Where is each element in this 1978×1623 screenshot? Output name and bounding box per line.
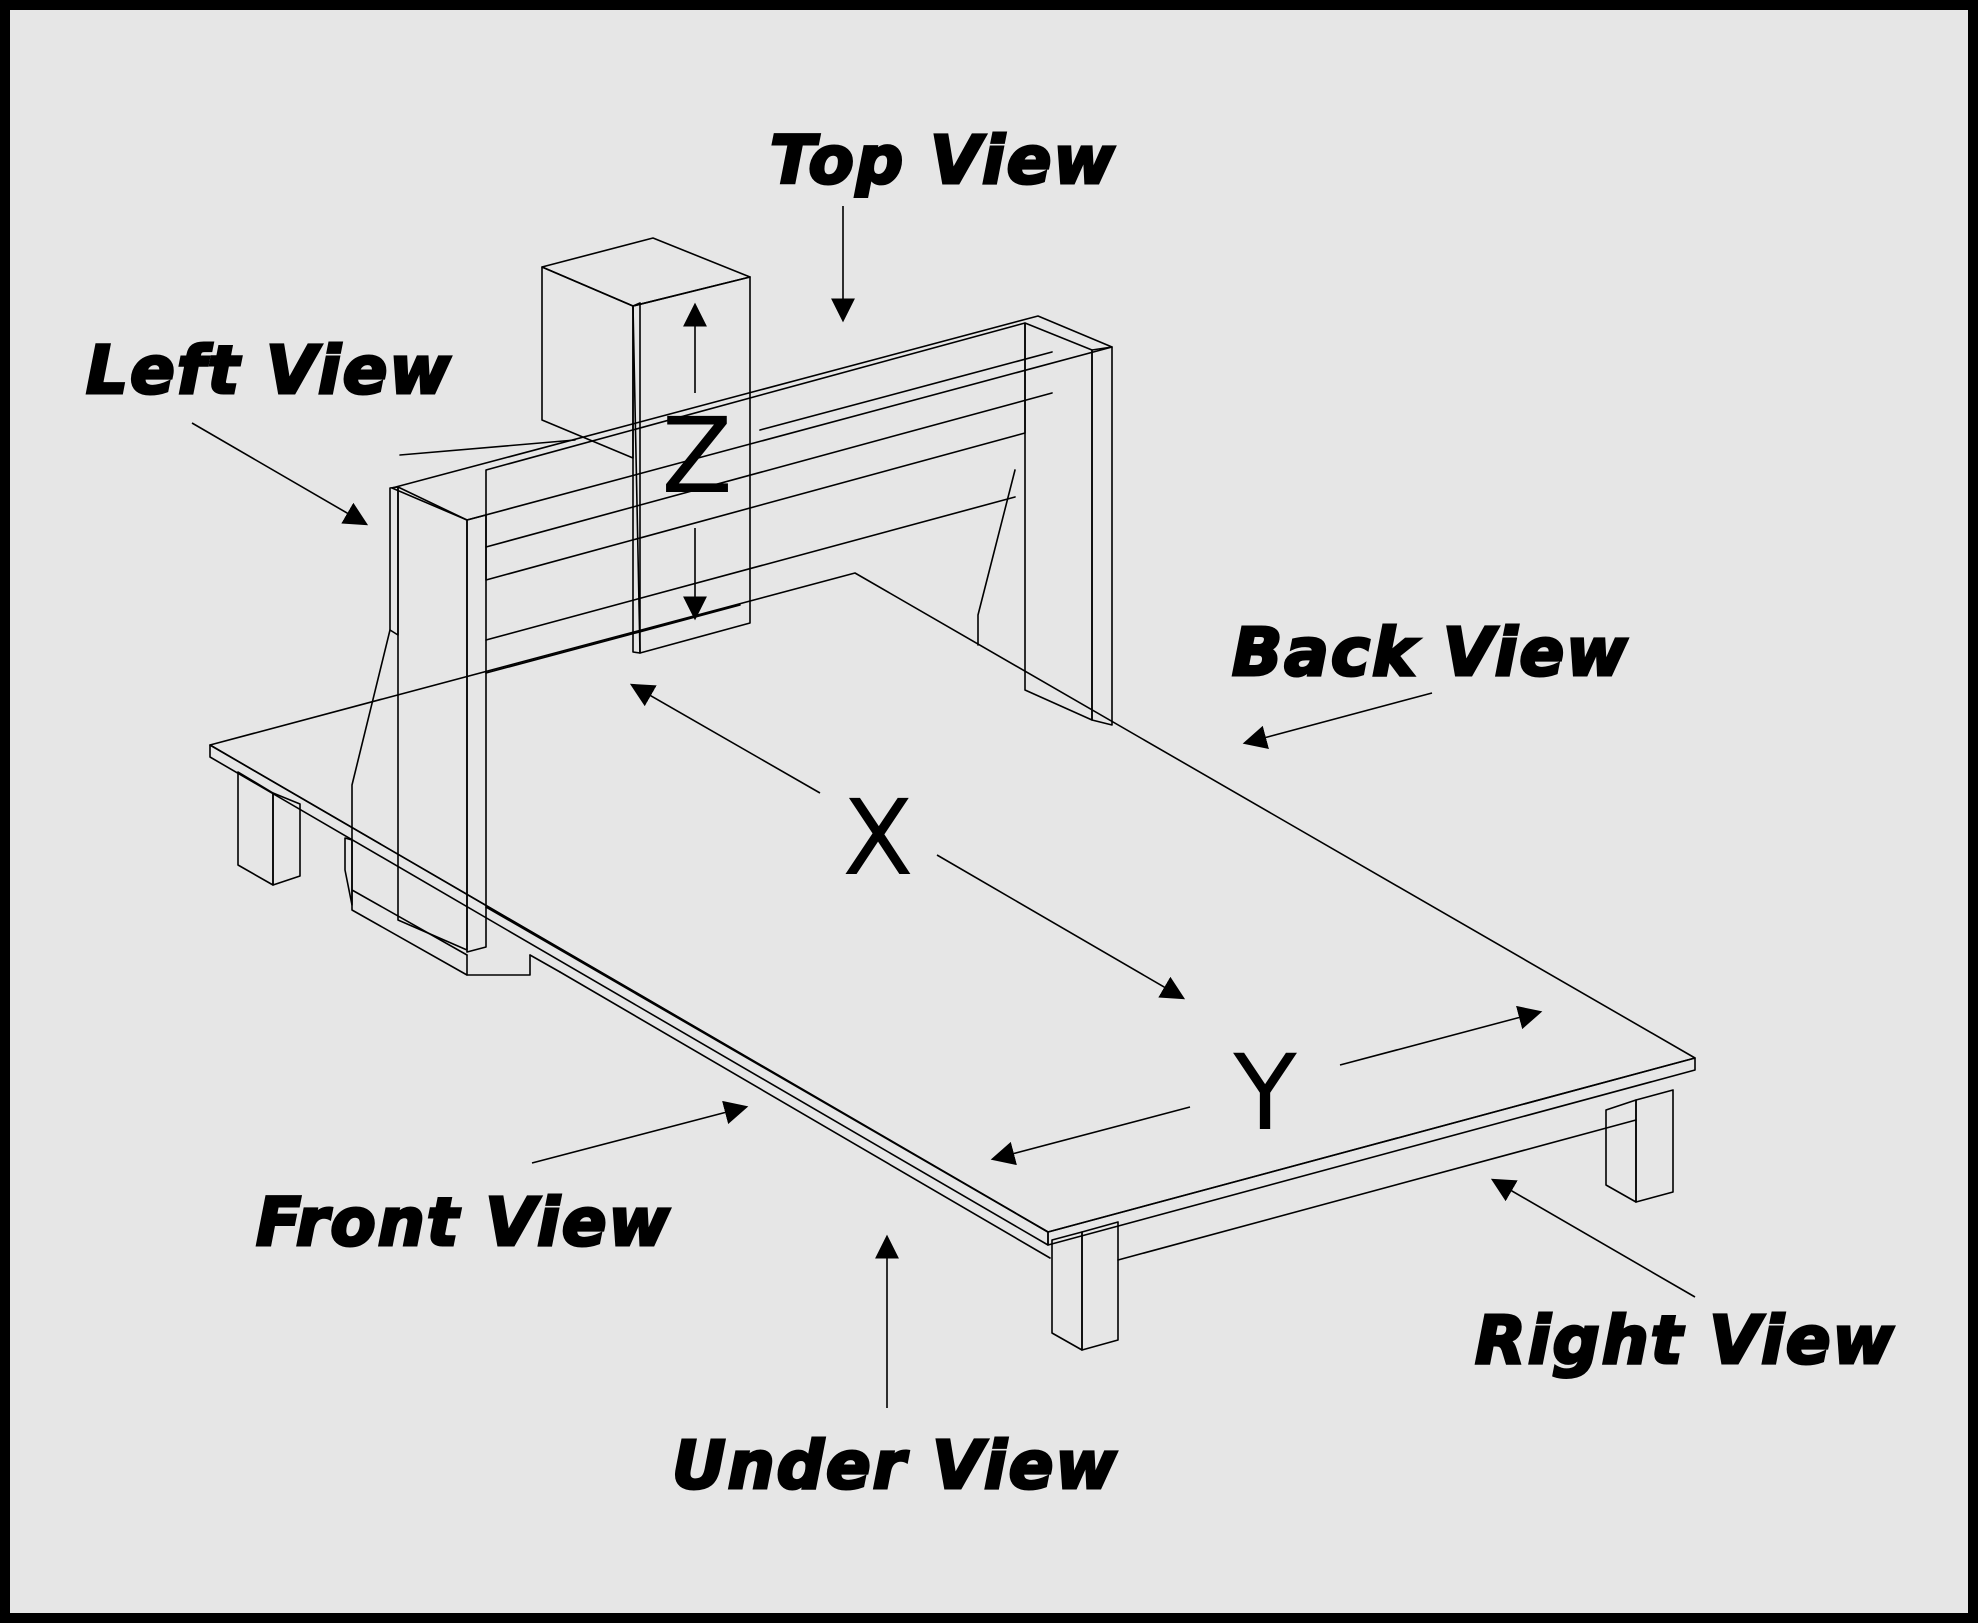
cnc-machine-drawing [209, 237, 1696, 1351]
top-view-label: Top View [770, 122, 1116, 199]
y-axis-arrow-left [990, 1106, 1191, 1166]
y-axis-arrow-right [1339, 1005, 1543, 1066]
back-view-arrow [1242, 692, 1433, 750]
left-gantry-plate [344, 486, 561, 976]
under-view-label: Under View [672, 1427, 1118, 1504]
z-axis-label: Z [661, 395, 732, 517]
left-view-arrow [191, 422, 369, 526]
front-view-label: Front View [256, 1184, 672, 1261]
table-legs [237, 771, 1674, 1351]
back-view-label: Back View [1232, 614, 1629, 691]
right-view-arrow [1490, 1178, 1696, 1298]
front-view-arrow [531, 1100, 749, 1164]
y-axis-label: Y [1232, 1032, 1297, 1154]
under-rail [559, 971, 1637, 1261]
x-axis-arrow-forward [936, 854, 1186, 1000]
view-arrows [191, 206, 1696, 1408]
x-axis-arrow-back [629, 683, 821, 794]
axis-arrows [629, 302, 1543, 1166]
axis-labels: X Y Z [661, 395, 1297, 1154]
right-gantry-plate [977, 322, 1113, 726]
x-axis-label: X [842, 777, 913, 899]
z-carriage [541, 237, 751, 654]
left-view-label: Left View [86, 332, 452, 409]
view-labels: Top View Left View Back View Front View … [85, 121, 1895, 1506]
right-view-label: Right View [1475, 1302, 1895, 1379]
gantry-beam [391, 315, 1113, 674]
